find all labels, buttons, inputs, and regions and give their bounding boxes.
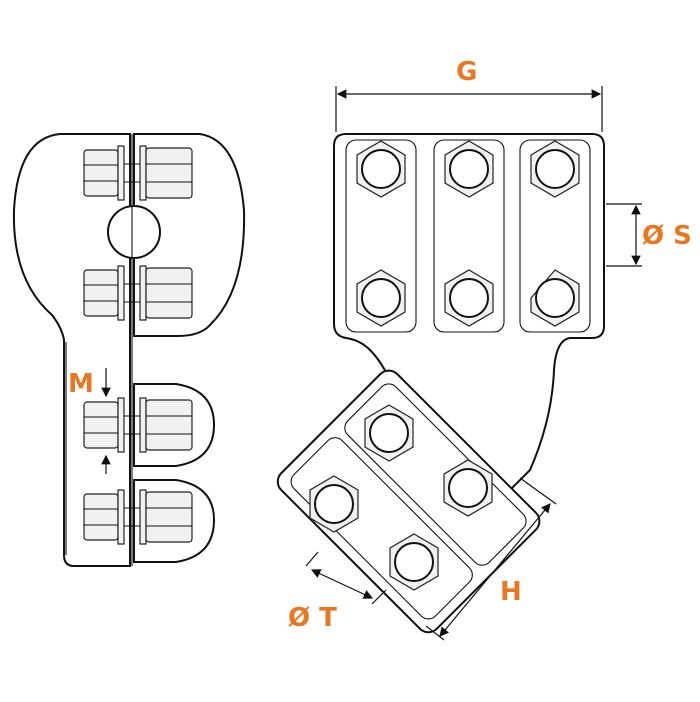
hex-nut-icon [444,140,494,198]
hex-nut-icon [309,475,359,533]
slot-3 [519,139,591,333]
bolt-stack-4 [83,489,193,545]
left-clamp-half [12,133,131,567]
bolt-stack-2 [83,265,193,321]
hex-nut-icon [530,140,580,198]
slot-2 [433,139,505,333]
hex-nut-icon [356,140,406,198]
front-view [276,86,642,641]
hex-nut-icon [356,269,406,327]
dimension-s [606,203,642,267]
hex-nut-icon [444,269,494,327]
dimension-g [335,86,603,132]
label-t: Ø T [288,603,337,633]
label-h: H [500,577,522,607]
hex-nut-icon [364,404,414,462]
label-s: Ø S [642,221,692,251]
bolt-stack-3 [83,397,193,453]
slot-1 [345,139,417,333]
dimension-h [425,477,557,641]
label-m: M [68,369,94,399]
hex-nut-icon [389,533,439,591]
hex-nut-icon [530,269,580,327]
bolt-stack-1 [83,145,193,201]
label-g: G [456,57,477,87]
conductor-bore [107,205,161,259]
side-view [12,133,246,567]
dimension-t [305,551,387,605]
